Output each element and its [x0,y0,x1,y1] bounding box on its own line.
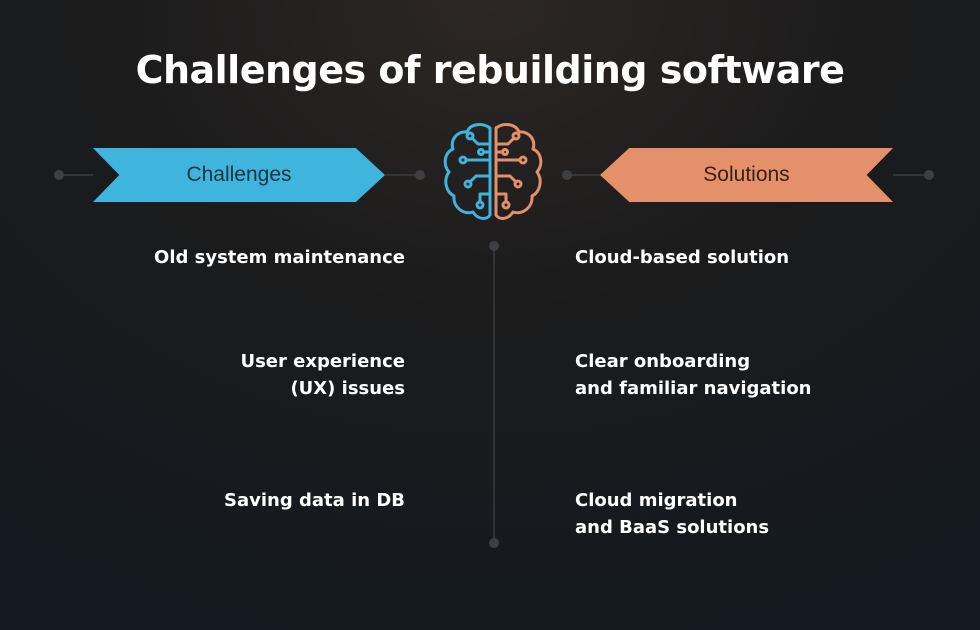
solution-item: Clear onboarding and familiar navigation [575,351,812,399]
challenge-item: User experience (UX) issues [240,351,405,399]
line-end-dot [415,170,425,180]
challenge-item: Saving data in DB [224,490,405,511]
solutions-banner: Solutions [600,148,893,202]
line-end-dot [489,241,499,251]
challenges-banner: Challenges [93,148,385,202]
solution-item: Cloud-based solution [575,247,790,268]
solutions-banner-label: Solutions [703,163,790,186]
solution-item: Cloud migration and BaaS solutions [575,490,770,538]
challenge-item: Old system maintenance [154,247,405,268]
page-title: Challenges of rebuilding software [135,48,845,92]
challenges-banner-label: Challenges [186,163,292,186]
brain-circuit-icon [443,123,543,220]
line-end-dot [489,538,499,548]
line-end-dot [54,170,64,180]
line-end-dot [562,170,572,180]
line-end-dot [924,170,934,180]
